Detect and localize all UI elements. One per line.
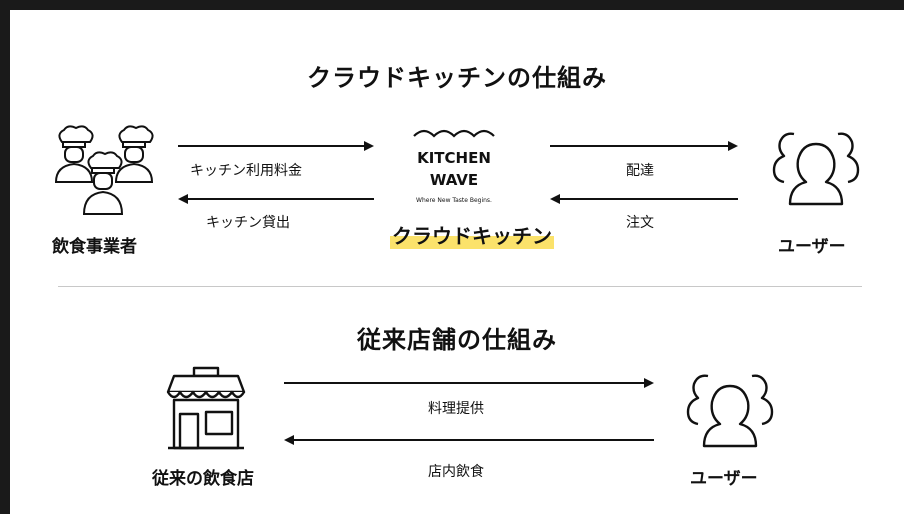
- order-arrow-label: 注文: [626, 215, 654, 231]
- rent-arrow-label: キッチン貸出: [206, 215, 290, 231]
- serve-arrow: [284, 378, 654, 388]
- fee-arrow: [178, 141, 374, 151]
- dine-arrow: [284, 435, 654, 445]
- brand-tagline: Where New Taste Begins.: [416, 197, 492, 204]
- cloud-kitchen-label: クラウドキッチン: [390, 220, 554, 249]
- storefront-icon: [166, 366, 246, 450]
- rent-arrow: [178, 194, 374, 204]
- user-label-top: ユーザー: [778, 237, 846, 257]
- dine-arrow-label: 店内飲食: [428, 464, 484, 480]
- brand-line1: KITCHEN: [417, 149, 491, 167]
- users-icon: [686, 374, 774, 448]
- brand-line2: WAVE: [429, 171, 479, 189]
- cloud-kitchen-title: クラウドキッチンの仕組み: [307, 64, 607, 92]
- delivery-arrow-label: 配達: [626, 163, 654, 179]
- kitchen-wave-logo-icon: [413, 129, 495, 138]
- traditional-store-title: 従来店舗の仕組み: [357, 326, 557, 354]
- restaurant-operator-label: 飲食事業者: [52, 237, 137, 257]
- section-divider: [58, 286, 862, 287]
- order-arrow: [550, 194, 738, 204]
- delivery-arrow: [550, 141, 738, 151]
- user-label-bottom: ユーザー: [690, 469, 758, 489]
- chef-group-icon: [54, 125, 154, 215]
- serve-arrow-label: 料理提供: [428, 401, 484, 417]
- traditional-restaurant-label: 従来の飲食店: [152, 469, 254, 489]
- users-icon: [772, 132, 860, 206]
- fee-arrow-label: キッチン利用料金: [190, 163, 302, 179]
- diagram-canvas: クラウドキッチンの仕組み 飲食事業者 キッチン利用料金 キッチン: [10, 10, 904, 514]
